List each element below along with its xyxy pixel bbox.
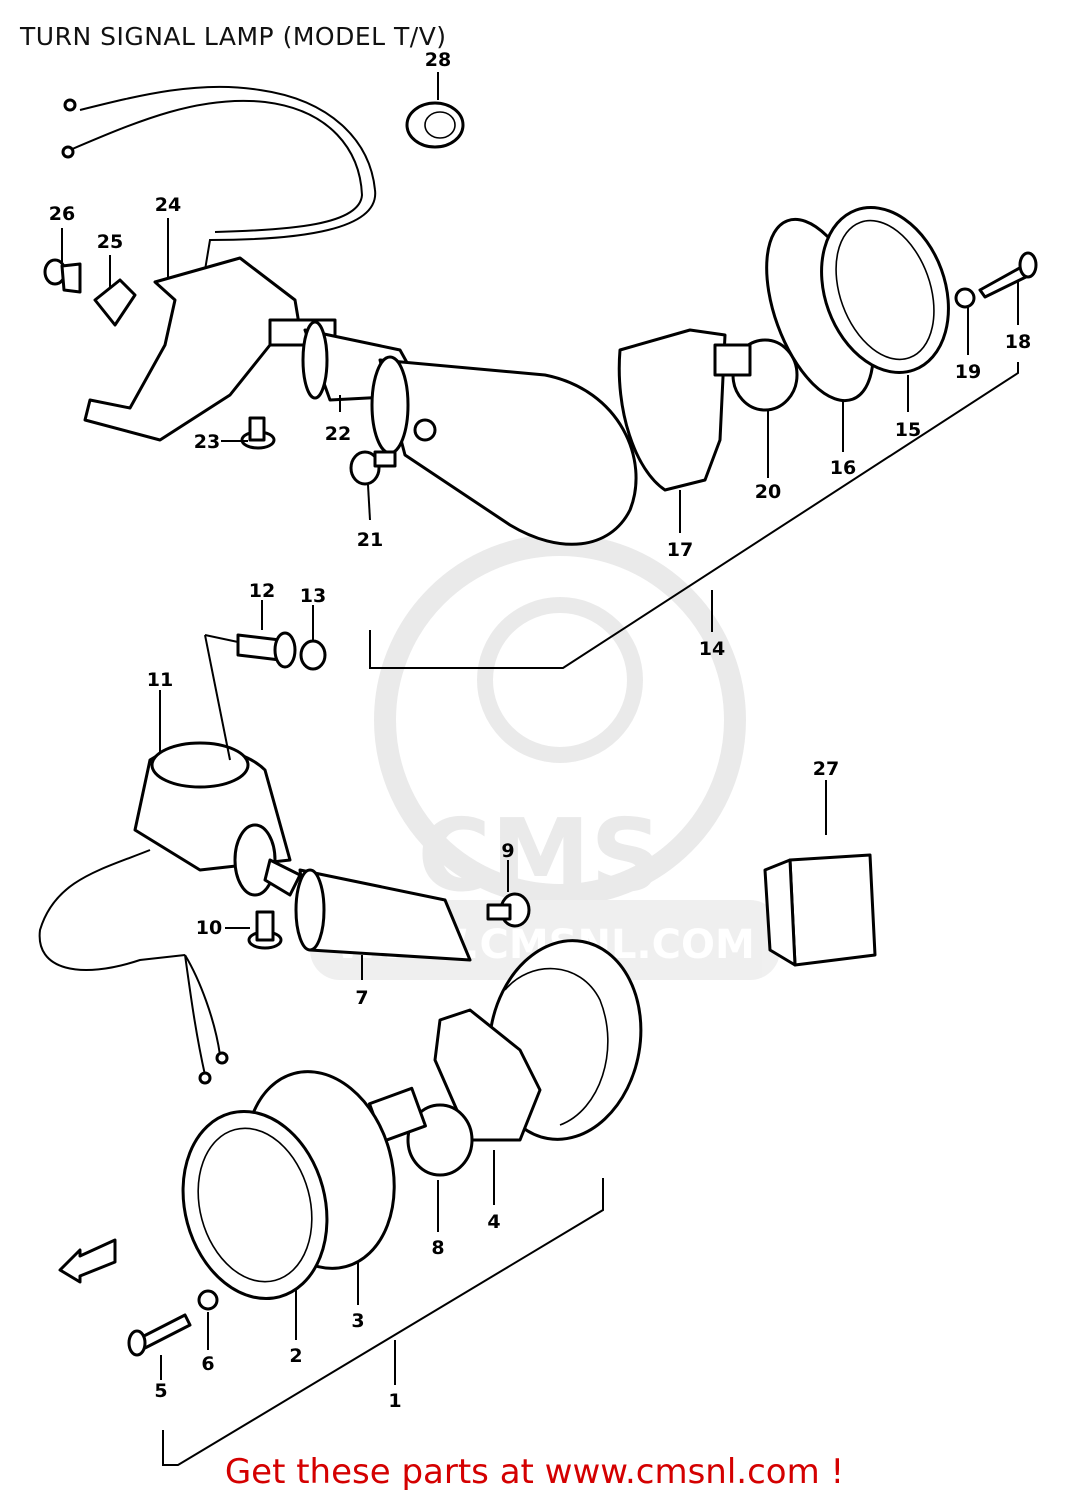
part-8-bulb [367, 1086, 474, 1177]
watermark-cms: CMS [418, 797, 663, 914]
part-6-washer [197, 1289, 219, 1311]
label-8: 8 [431, 1237, 444, 1259]
part-26-screw [43, 258, 82, 294]
part-5-screw [127, 1313, 192, 1357]
part-21-screw [349, 450, 397, 486]
label-23: 23 [194, 431, 220, 453]
part-10-screw [247, 910, 283, 950]
part-23-screw [240, 416, 276, 450]
part-24-bracket [83, 256, 302, 442]
part-number-labels: 28 26 25 24 23 22 21 17 20 16 15 19 18 1… [49, 49, 1031, 1412]
part-25-washer [93, 278, 137, 327]
label-1: 1 [388, 1390, 401, 1412]
label-27: 27 [813, 758, 839, 780]
upper-wire-harness [61, 85, 377, 271]
label-20: 20 [755, 481, 781, 503]
label-10: 10 [196, 917, 222, 939]
footer-link[interactable]: Get these parts at www.cmsnl.com ! [224, 1452, 845, 1492]
diagram-title: TURN SIGNAL LAMP (MODEL T/V) [20, 22, 447, 51]
part-7-stem [263, 858, 472, 962]
label-21: 21 [357, 529, 383, 551]
upper-lamp-housing [370, 355, 638, 546]
part-27-flasher-relay [763, 853, 877, 967]
label-6: 6 [201, 1353, 214, 1375]
part-4-reflector [433, 1008, 542, 1142]
label-5: 5 [154, 1380, 167, 1402]
part-9-screw [486, 892, 531, 928]
lower-wire-harness [38, 849, 229, 1085]
label-11: 11 [147, 669, 173, 691]
label-2: 2 [289, 1345, 302, 1367]
leader-lines [61, 72, 1019, 1466]
label-16: 16 [830, 457, 856, 479]
label-19: 19 [955, 361, 981, 383]
label-12: 12 [249, 580, 275, 602]
front-arrow-icon [58, 1238, 117, 1284]
part-18-screw [978, 251, 1038, 299]
label-28: 28 [425, 49, 451, 71]
label-13: 13 [300, 585, 326, 607]
label-24: 24 [155, 194, 181, 216]
label-14: 14 [699, 638, 725, 660]
label-25: 25 [97, 231, 123, 253]
label-4: 4 [487, 1211, 500, 1233]
label-3: 3 [351, 1310, 364, 1332]
label-17: 17 [667, 539, 693, 561]
label-15: 15 [895, 419, 921, 441]
label-22: 22 [325, 423, 351, 445]
part-2-lens [181, 1109, 329, 1301]
part-28-grommet [405, 101, 465, 149]
part-17-reflector [617, 328, 727, 492]
part-12-bolt [236, 631, 297, 669]
part-13-nut [299, 639, 327, 671]
part-20-bulb [713, 338, 799, 412]
label-26: 26 [49, 203, 75, 225]
label-9: 9 [501, 840, 514, 862]
label-7: 7 [355, 987, 368, 1009]
part-19-washer [954, 287, 976, 309]
label-18: 18 [1005, 331, 1031, 353]
part-15-lens [820, 206, 950, 374]
